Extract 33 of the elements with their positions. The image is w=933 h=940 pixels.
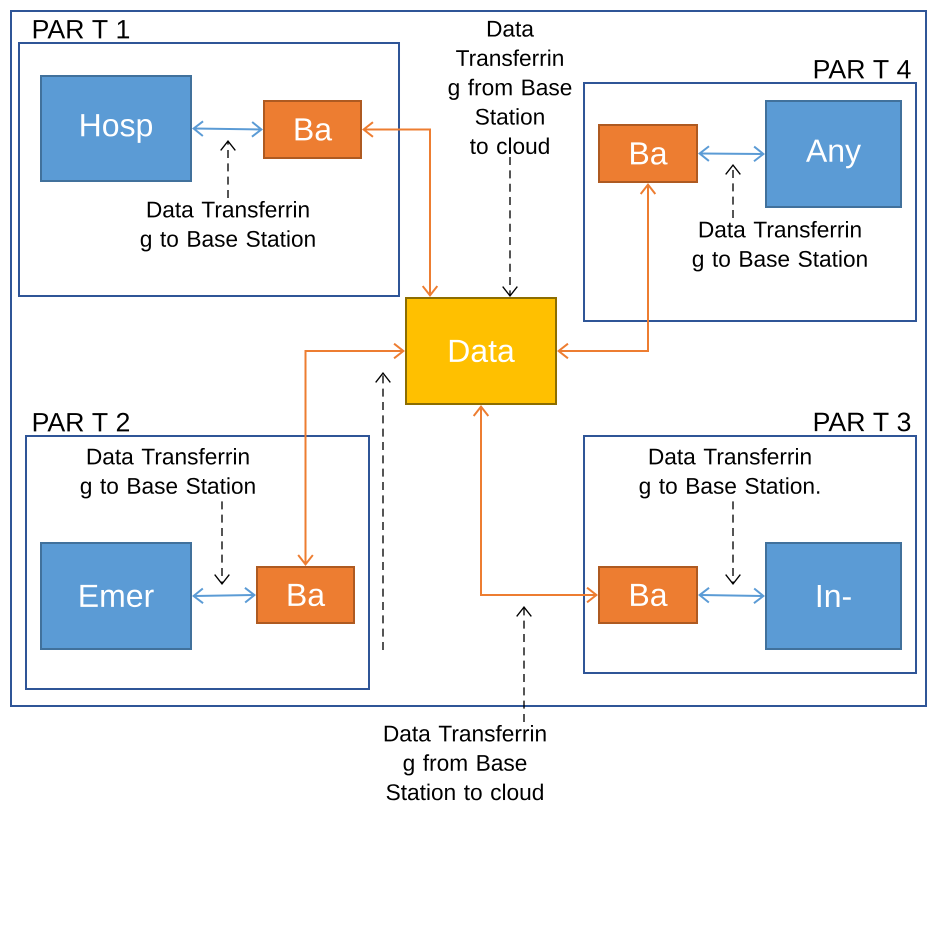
- device-box: Emer: [40, 542, 192, 650]
- part-heading: PAR T 3: [814, 412, 910, 432]
- part-heading: PAR T 4: [814, 60, 911, 78]
- base-station-box: Ba: [263, 100, 362, 159]
- double-arrow: [698, 587, 765, 604]
- device-box: Any: [765, 100, 902, 208]
- base-station-box: Ba: [256, 566, 355, 624]
- dashed-arrow: [516, 606, 532, 722]
- double-arrow: [698, 145, 765, 162]
- device-box: In-: [765, 542, 902, 650]
- annotation-text: Data Transferrin g to Base Station.: [640, 448, 820, 498]
- part-heading: PAR T 2: [34, 412, 130, 432]
- base-station-box: Ba: [598, 124, 698, 183]
- double-arrow: [297, 342, 405, 566]
- double-arrow: [192, 120, 263, 138]
- dashed-arrow: [220, 140, 236, 198]
- annotation-text: Data Transferrin g to Base Station: [80, 448, 255, 498]
- annotation-text: Data Transferrin g to Base Station: [692, 220, 867, 272]
- data-box: Data: [405, 297, 557, 405]
- device-box: Hosp: [40, 75, 192, 182]
- annotation-text: Data Transferrin g to Base Station: [140, 200, 315, 252]
- dashed-arrow: [502, 157, 518, 297]
- base-station-box: Ba: [598, 566, 698, 624]
- double-arrow: [472, 405, 598, 604]
- double-arrow: [557, 183, 656, 360]
- annotation-text: Data Transferrin g from Base Station to cloud: [448, 20, 572, 154]
- dashed-arrow: [725, 501, 741, 586]
- dashed-arrow: [214, 501, 230, 586]
- double-arrow: [362, 121, 438, 297]
- annotation-text: Data Transferrin g from Base Station to cloud: [384, 724, 546, 800]
- double-arrow: [192, 587, 256, 604]
- part-heading: PAR T 1: [34, 20, 130, 38]
- dashed-arrow: [725, 164, 741, 218]
